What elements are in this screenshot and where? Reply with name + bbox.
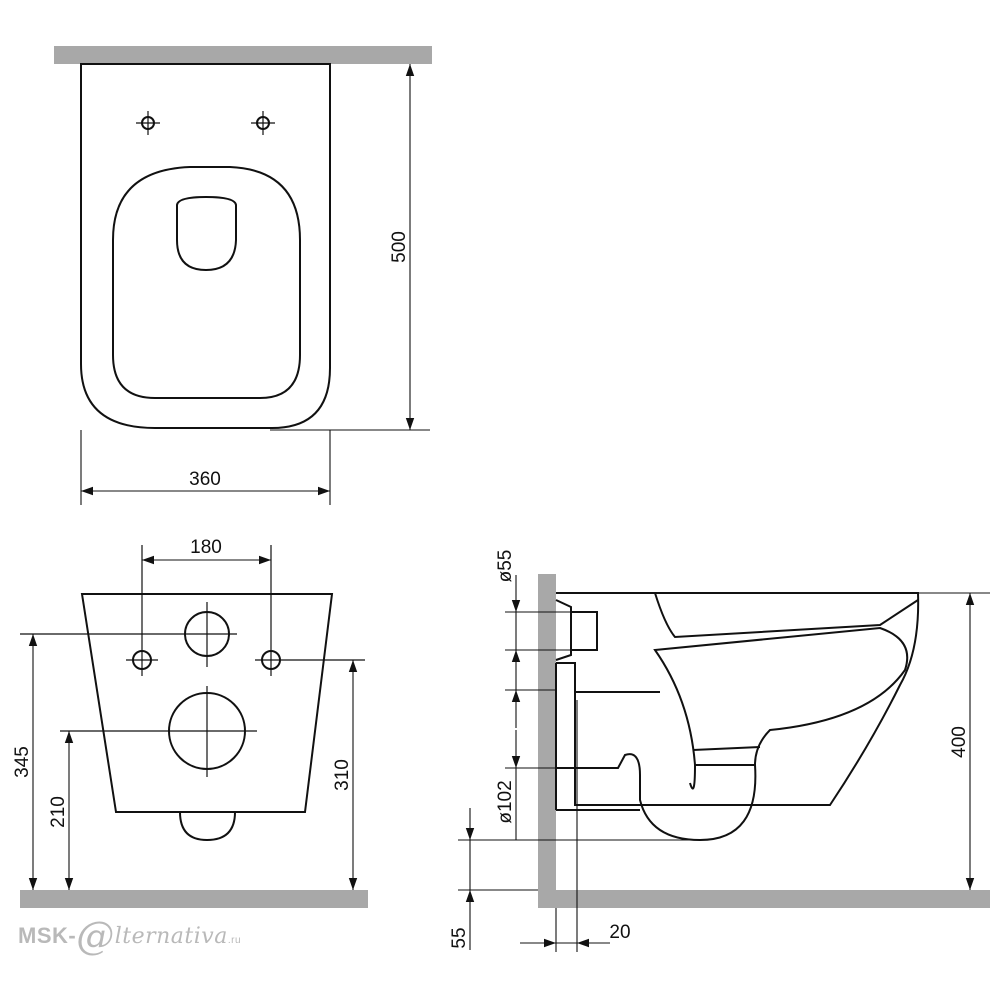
trap-top: [692, 746, 761, 751]
mounting-hole-right-icon: [251, 111, 275, 135]
dimension-bolt-spacing: 180: [142, 537, 271, 565]
dimension-outlet-height: 210: [48, 731, 74, 890]
dimension-wall-gap-label: 20: [609, 922, 630, 943]
bolt-hole-right-icon: [255, 545, 365, 676]
seat-outline-top: [112, 166, 301, 399]
watermark-prefix: MSK-: [18, 923, 77, 948]
dimension-depth: 500: [270, 64, 430, 431]
dimension-outlet-diameter: ø102: [495, 689, 556, 840]
watermark-tld: .ru: [227, 935, 242, 946]
bowl-foot-front: [179, 811, 236, 842]
dimension-inlet-height-label: 345: [12, 746, 33, 778]
side-view-floor: [538, 890, 990, 908]
mounting-hole-left-icon: [136, 111, 160, 135]
outlet-opening-icon: [60, 686, 257, 777]
dimension-inlet-diameter-label: ø55: [495, 550, 516, 583]
dimension-rim-height: 400: [918, 592, 990, 890]
dimension-outlet-offset: 55: [449, 808, 700, 950]
watermark-rest: lternativa: [114, 924, 228, 949]
inlet-sleeve: [570, 611, 598, 651]
top-view-wall: [54, 46, 432, 64]
bolt-hole-left-icon: [126, 545, 158, 676]
side-view-wall: [538, 574, 556, 908]
dimension-outlet-height-label: 210: [48, 796, 69, 828]
dimension-inlet-diameter: ø55: [495, 550, 571, 690]
dimension-outlet-diameter-label: ø102: [495, 780, 516, 823]
top-view: 360 500: [54, 46, 432, 505]
bowl-body-side: [556, 592, 920, 806]
dimension-bolt-spacing-label: 180: [190, 537, 222, 558]
dimension-rim-height-label: 400: [949, 726, 970, 758]
outlet-opening-top: [176, 195, 237, 272]
dimension-width: 360: [80, 430, 331, 505]
side-view: ø55 ø102 400 55 2: [449, 550, 990, 952]
front-view-floor: [20, 890, 368, 908]
dimension-bolt-height-label: 310: [332, 759, 353, 791]
dimension-width-label: 360: [189, 469, 221, 490]
front-view: 180 345 210 310: [12, 537, 368, 908]
inlet-opening-icon: [20, 602, 237, 667]
bowl-inner-side: [653, 626, 909, 766]
dimension-depth-label: 500: [389, 231, 410, 263]
dimension-bolt-height: 310: [332, 660, 358, 890]
bowl-rim-side: [654, 592, 919, 639]
bowl-outline-front: [80, 593, 334, 813]
dimension-wall-gap: 20: [520, 700, 631, 952]
trap-side: [556, 753, 757, 842]
bowl-outline-top: [80, 63, 331, 429]
watermark-at-icon: @: [76, 914, 115, 958]
dimension-outlet-offset-label: 55: [449, 927, 470, 948]
inlet-connector: [555, 599, 572, 661]
dimension-inlet-height: 345: [12, 634, 38, 890]
watermark-logo: MSK-@lternativa.ru: [18, 914, 241, 958]
